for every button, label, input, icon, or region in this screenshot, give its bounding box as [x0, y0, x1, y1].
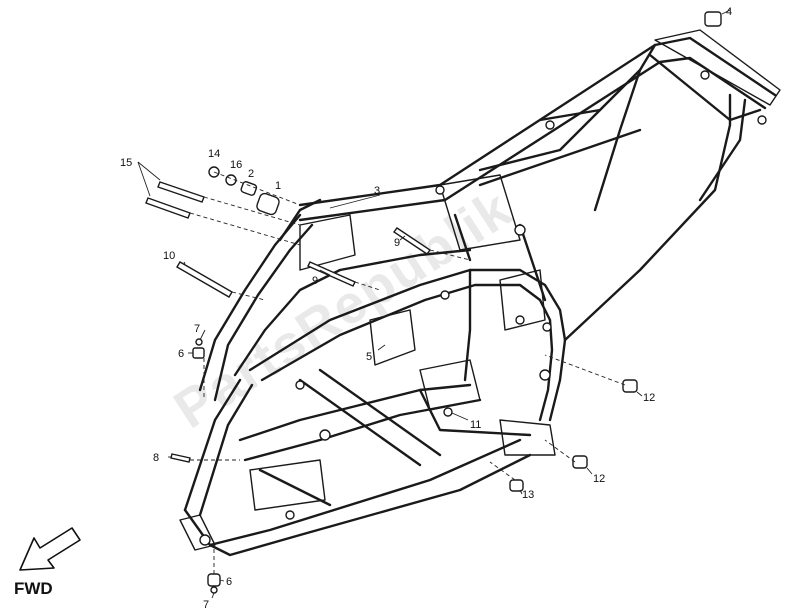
callout-12-lower: 12	[593, 473, 605, 485]
fwd-arrow-icon	[19, 527, 81, 571]
callout-9-upper: 9	[394, 237, 400, 249]
callout-6-upper: 6	[178, 348, 184, 360]
leader-lines	[137, 9, 731, 599]
nut-7a	[195, 338, 203, 346]
callout-13: 13	[522, 489, 534, 501]
sleeve-1	[256, 192, 280, 216]
bolt-15a	[157, 181, 205, 203]
nut-13	[509, 479, 524, 492]
callout-7-upper: 7	[194, 323, 200, 335]
nut-7b	[210, 586, 218, 594]
loose-parts	[145, 11, 722, 594]
nut-12b	[572, 455, 588, 469]
callout-16: 16	[230, 159, 242, 171]
nut-12a	[622, 379, 638, 393]
callout-6-lower: 6	[226, 576, 232, 588]
bolt-9b	[307, 261, 356, 287]
bolt-15b	[145, 197, 191, 219]
bush-6a	[192, 347, 205, 359]
bush-6b	[207, 573, 221, 587]
callout-7-lower: 7	[203, 599, 209, 611]
callout-2: 2	[248, 168, 254, 180]
callout-9-lower: 9	[312, 275, 318, 287]
callout-labels: 4 14 16 2 1 15 3 9 9 10 7 6 5 12 11 8 12…	[120, 6, 732, 611]
callout-5: 5	[366, 351, 372, 363]
callout-11: 11	[470, 419, 481, 431]
fwd-label: FWD	[14, 579, 53, 598]
callout-14: 14	[208, 148, 220, 160]
callout-3: 3	[374, 185, 380, 197]
bushing-4	[704, 11, 722, 27]
callout-12-upper: 12	[643, 392, 655, 404]
bush-2	[240, 181, 258, 196]
callout-10: 10	[163, 250, 175, 262]
bolt-8	[170, 453, 191, 463]
motorcycle-frame	[179, 29, 781, 557]
callout-8: 8	[153, 452, 159, 464]
callout-15: 15	[120, 157, 132, 169]
bolt-10	[176, 261, 233, 298]
callout-1: 1	[275, 180, 281, 192]
callout-4: 4	[726, 6, 732, 18]
nut-11	[443, 407, 453, 417]
bolt-9a	[392, 227, 432, 255]
